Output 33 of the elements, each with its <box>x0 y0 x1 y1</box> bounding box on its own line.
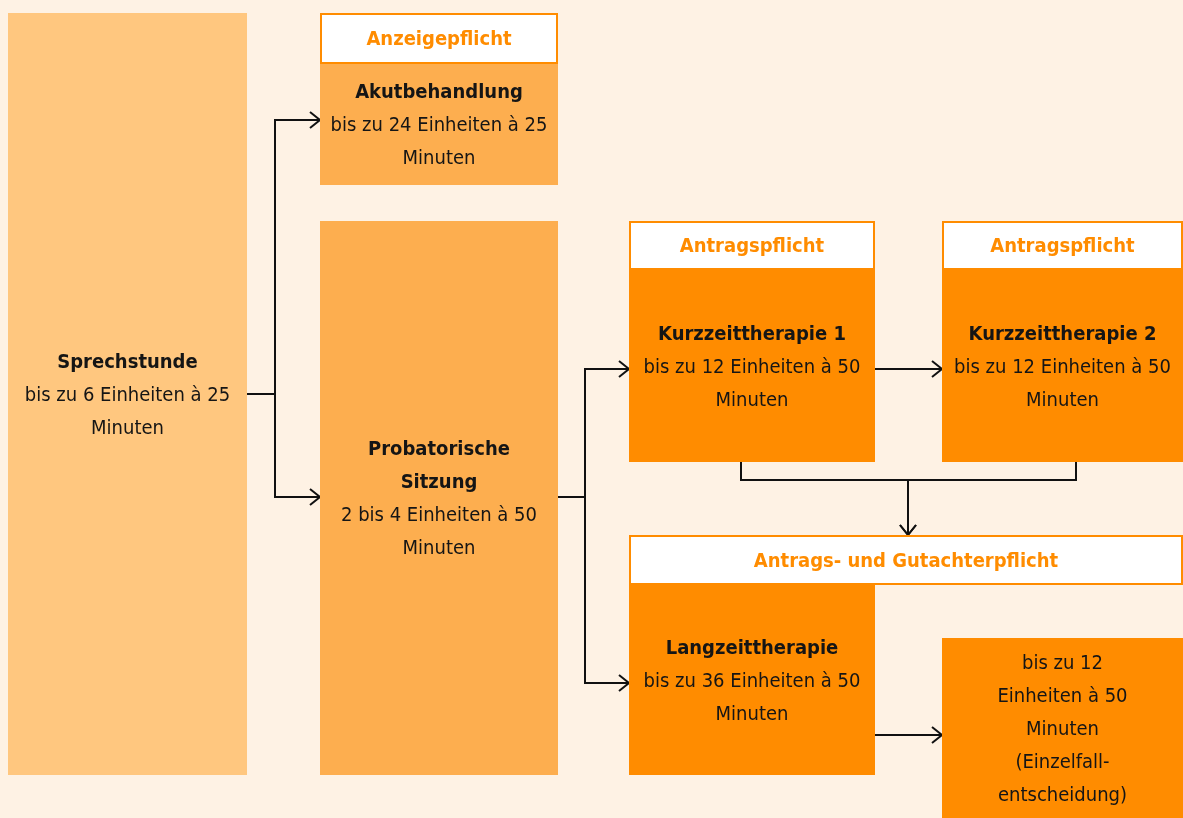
box-text: bis zu 12 Einheiten à 50 Minuten (Einzelfall-entscheidung) <box>996 648 1129 808</box>
requirement-header <box>629 535 1183 585</box>
arrow <box>246 393 321 506</box>
arrow <box>557 496 630 692</box>
box-title: Kurzzeittherapie 2 <box>968 319 1157 347</box>
box-text: 2 bis 4 Einheiten à 50 Minuten <box>340 501 538 561</box>
box-text: bis zu 6 Einheiten à 25 Minuten <box>23 380 232 441</box>
requirement-header <box>629 221 875 270</box>
box-text: bis zu 24 Einheiten à 25 Minuten <box>329 111 549 171</box>
box-title: Langzeittherapie <box>665 633 839 661</box>
process-box <box>629 585 875 775</box>
box-text: bis zu 12 Einheiten à 50 Minuten <box>953 352 1172 413</box>
box-title: Probatorische Sitzung <box>367 435 511 495</box>
process-box <box>629 270 875 462</box>
process-box <box>942 638 1183 818</box>
process-box <box>320 64 558 185</box>
arrow <box>874 360 943 378</box>
box-text: bis zu 12 Einheiten à 50 Minuten <box>642 352 862 413</box>
header-label: Antragspflicht <box>990 232 1135 259</box>
requirement-header <box>942 221 1183 270</box>
box-text: bis zu 36 Einheiten à 50 Minuten <box>642 666 862 727</box>
header-label: Antrags- und Gutachterpflicht <box>753 546 1059 574</box>
process-box <box>942 270 1183 462</box>
arrow <box>899 461 1077 536</box>
box-title: Kurzzeittherapie 1 <box>658 319 846 347</box>
arrow <box>874 726 943 744</box>
box-title: Sprechstunde <box>57 347 198 375</box>
process-box <box>8 13 247 775</box>
header-label: Antragspflicht <box>679 232 825 259</box>
box-title: Akutbehandlung <box>355 78 523 105</box>
process-box <box>320 221 558 775</box>
header-label: Anzeigepflicht <box>366 25 512 52</box>
requirement-header <box>320 13 558 64</box>
